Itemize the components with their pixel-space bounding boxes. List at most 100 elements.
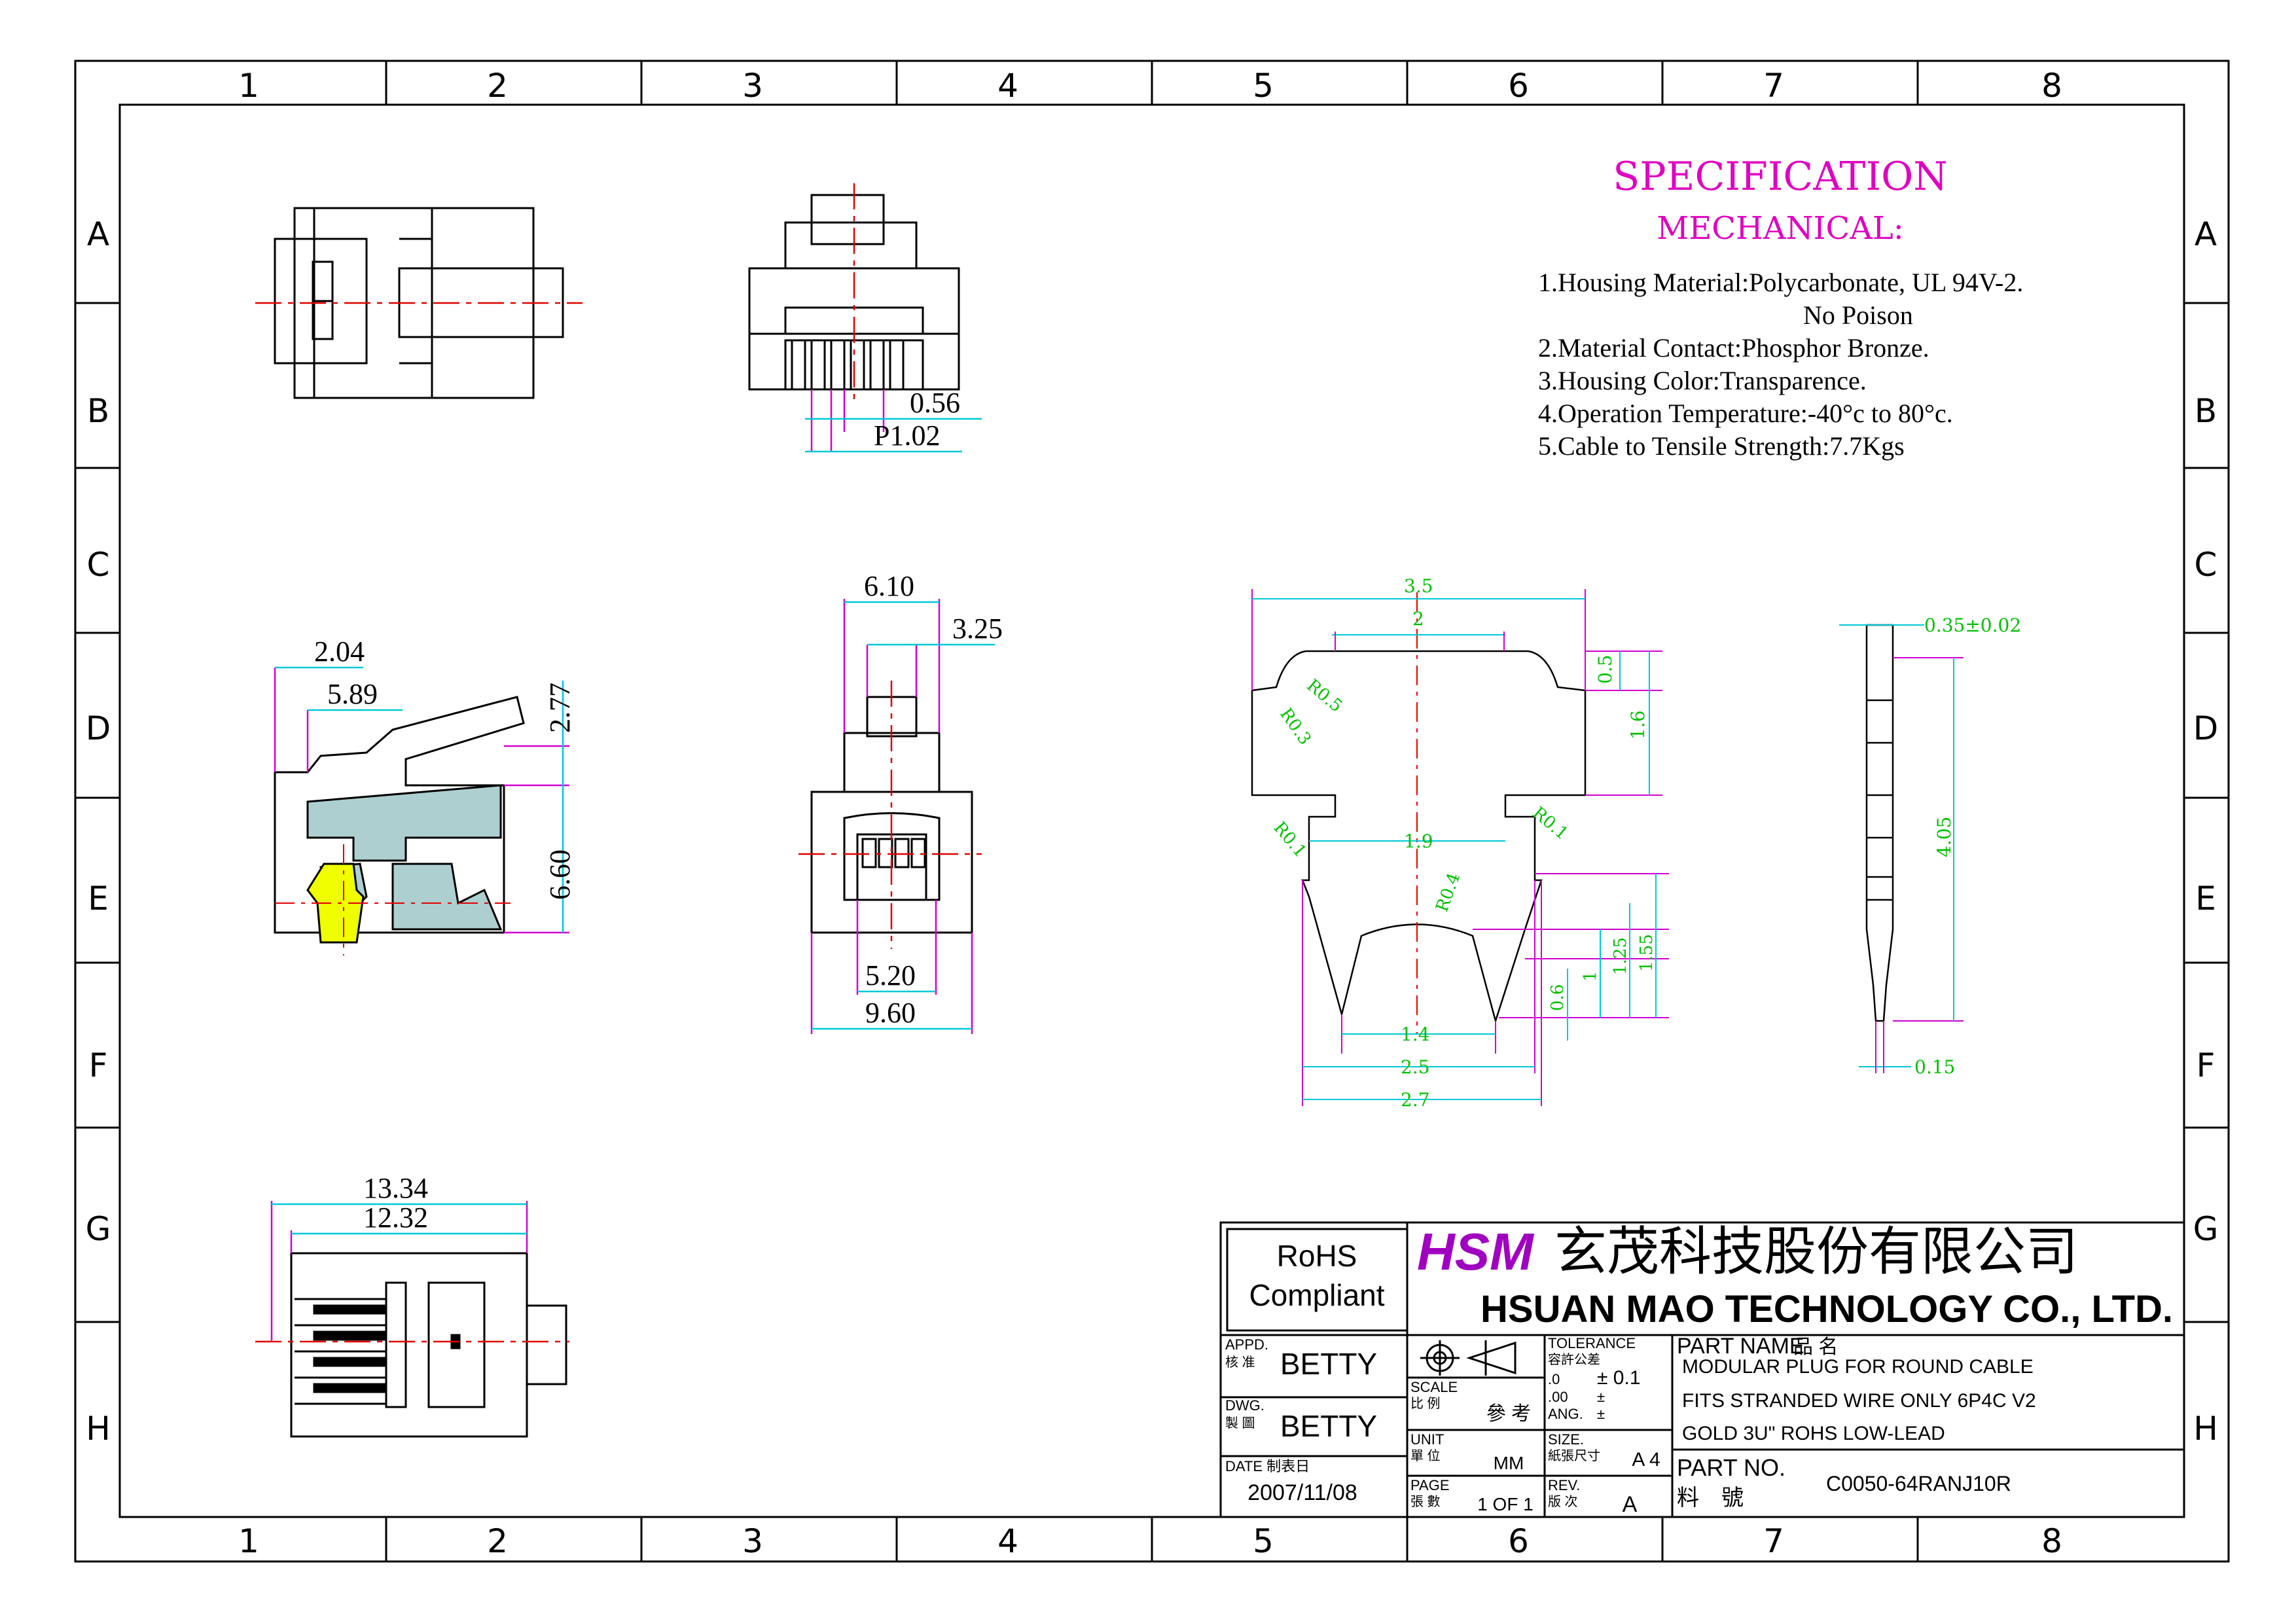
dim-contact-w1: 3.5 <box>1404 575 1433 597</box>
dim-bottom-length: 13.34 <box>363 1172 428 1204</box>
dim-contact-h1: 0.5 <box>1594 654 1616 684</box>
grid-labels: 1 2 3 4 5 6 7 8 1 2 3 4 5 6 7 8 A B C D … <box>86 67 2219 1560</box>
row-label-left: A <box>87 215 109 253</box>
dim-contact-mid: 1.9 <box>1404 830 1433 852</box>
row-label-left: F <box>89 1046 108 1084</box>
rev-label-cn: 版 次 <box>1548 1494 1578 1509</box>
projection-symbol-icon <box>1420 1340 1516 1376</box>
company-name-en: HSUAN MAO TECHNOLOGY CO., LTD. <box>1480 1288 2173 1330</box>
row-label-left: D <box>86 709 111 747</box>
col-label-top: 1 <box>238 67 259 105</box>
dwg-label: DWG. <box>1225 1397 1265 1414</box>
dim-side-c: 2.77 <box>544 683 576 733</box>
page-value: 1 OF 1 <box>1477 1494 1534 1514</box>
dim-front-top-width: 6.10 <box>864 570 914 602</box>
grid-dividers <box>75 61 2229 1561</box>
unit-label-cn: 單 位 <box>1410 1448 1441 1463</box>
dim-side-b: 5.89 <box>327 678 378 710</box>
dim-front-width: 9.60 <box>865 997 916 1029</box>
rohs-label: RoHS <box>1277 1239 1357 1273</box>
dim-contact-v2: 1.25 <box>1611 937 1630 975</box>
tolerance-2-value: ± <box>1597 1389 1605 1405</box>
row-label-right: E <box>2195 880 2216 918</box>
dim-contact-v4: 0.6 <box>1548 984 1568 1011</box>
appd-label-cn: 核 准 <box>1225 1355 1255 1370</box>
tolerance-label: TOLERANCE <box>1548 1335 1636 1351</box>
logo-hsm: HSM <box>1417 1222 1535 1281</box>
company-name-cn: 玄茂科技股份有限公司 <box>1554 1221 2078 1282</box>
dim-bottom-inner-length: 12.32 <box>363 1202 428 1234</box>
part-name-label-cn: 品 名 <box>1793 1336 1838 1358</box>
dim-pin-width: 0.56 <box>910 387 960 419</box>
spec-subtitle: MECHANICAL: <box>1657 210 1904 247</box>
row-label-right: C <box>2195 546 2217 584</box>
spec-item: 1.Housing Material:Polycarbonate, UL 94V… <box>1538 268 2023 297</box>
rohs-box: RoHS Compliant <box>1249 1239 1384 1312</box>
spec-item: No Poison <box>1803 300 1913 330</box>
rev-value: A <box>1623 1492 1638 1517</box>
part-no-label-cn: 料 號 <box>1677 1486 1744 1510</box>
bottom-dimension-lines <box>270 1201 528 1342</box>
dim-contact-v3: 1.55 <box>1637 934 1657 972</box>
col-label-bottom: 8 <box>2041 1522 2062 1560</box>
appd-value: BETTY <box>1280 1347 1377 1381</box>
col-label-top: 5 <box>1253 67 1274 105</box>
contact-side-profile <box>1865 624 1894 1022</box>
unit-label: UNIT <box>1410 1431 1444 1448</box>
dwg-value: BETTY <box>1280 1409 1377 1443</box>
part-name-label: PART NAME <box>1677 1334 1804 1359</box>
row-label-left: E <box>88 880 109 918</box>
col-label-top: 4 <box>997 67 1018 105</box>
dim-contact-r1: R0.5 <box>1303 675 1346 716</box>
dim-side-height: 6.60 <box>544 849 576 900</box>
dim-pin-pitch: P1.02 <box>874 419 940 452</box>
contact-side-dimension-lines <box>1839 624 1964 1073</box>
appd-label: APPD. <box>1225 1336 1268 1353</box>
dim-contact-length: 4.05 <box>1933 817 1955 857</box>
size-label-cn: 紙張尺寸 <box>1548 1448 1600 1463</box>
specification-block: SPECIFICATION MECHANICAL: 1.Housing Mate… <box>1538 154 2023 461</box>
scale-label-cn: 比 例 <box>1410 1396 1441 1411</box>
side-dimension-lines <box>274 666 569 934</box>
size-label: SIZE. <box>1548 1431 1584 1448</box>
part-name-line: MODULAR PLUG FOR ROUND CABLE <box>1682 1356 2034 1378</box>
scale-label: SCALE <box>1410 1379 1458 1395</box>
row-label-right: F <box>2197 1046 2215 1084</box>
contact-dimension-lines <box>1251 589 1669 1106</box>
row-label-left: C <box>87 546 110 584</box>
col-label-bottom: 3 <box>742 1522 763 1560</box>
col-label-bottom: 2 <box>487 1522 508 1560</box>
part-no-value: C0050-64RANJ10R <box>1826 1472 2011 1495</box>
col-label-top: 3 <box>742 67 763 105</box>
part-no-label: PART NO. <box>1677 1454 1785 1481</box>
dim-contact-v1: 1 <box>1581 971 1600 982</box>
tolerance-ang-value: ± <box>1597 1406 1605 1422</box>
col-label-top: 2 <box>487 67 508 105</box>
plug-front-top-view <box>748 183 960 399</box>
date-value: 2007/11/08 <box>1247 1480 1357 1505</box>
col-label-top: 8 <box>2041 67 2062 105</box>
tolerance-label-cn: 容許公差 <box>1548 1352 1600 1367</box>
row-label-left: B <box>87 392 109 430</box>
plug-front-view <box>798 681 982 949</box>
dim-contact-b2: 2.5 <box>1401 1056 1430 1078</box>
dim-front-tab-width: 3.25 <box>952 613 1003 645</box>
row-label-right: D <box>2193 709 2219 747</box>
front-dimension-lines <box>810 599 995 1034</box>
size-value: A 4 <box>1632 1449 1660 1471</box>
row-label-right: G <box>2193 1210 2219 1248</box>
contact-detail <box>1251 592 1587 1034</box>
col-label-bottom: 4 <box>997 1522 1018 1560</box>
tolerance-ang: ANG. <box>1548 1406 1583 1422</box>
col-label-top: 7 <box>1763 67 1784 105</box>
dim-contact-w2: 2 <box>1412 608 1424 630</box>
row-label-left: H <box>86 1410 111 1448</box>
spec-item: 3.Housing Color:Transparence. <box>1538 366 1867 395</box>
col-label-bottom: 7 <box>1763 1522 1784 1560</box>
rohs-compliant-label: Compliant <box>1249 1278 1384 1312</box>
spec-item: 4.Operation Temperature:-40°c to 80°c. <box>1538 399 1953 428</box>
company-logo: HSM 玄茂科技股份有限公司 HSUAN MAO TECHNOLOGY CO.,… <box>1417 1221 2173 1330</box>
rev-label: REV. <box>1548 1477 1580 1493</box>
date-label: DATE 制表日 <box>1225 1458 1310 1474</box>
